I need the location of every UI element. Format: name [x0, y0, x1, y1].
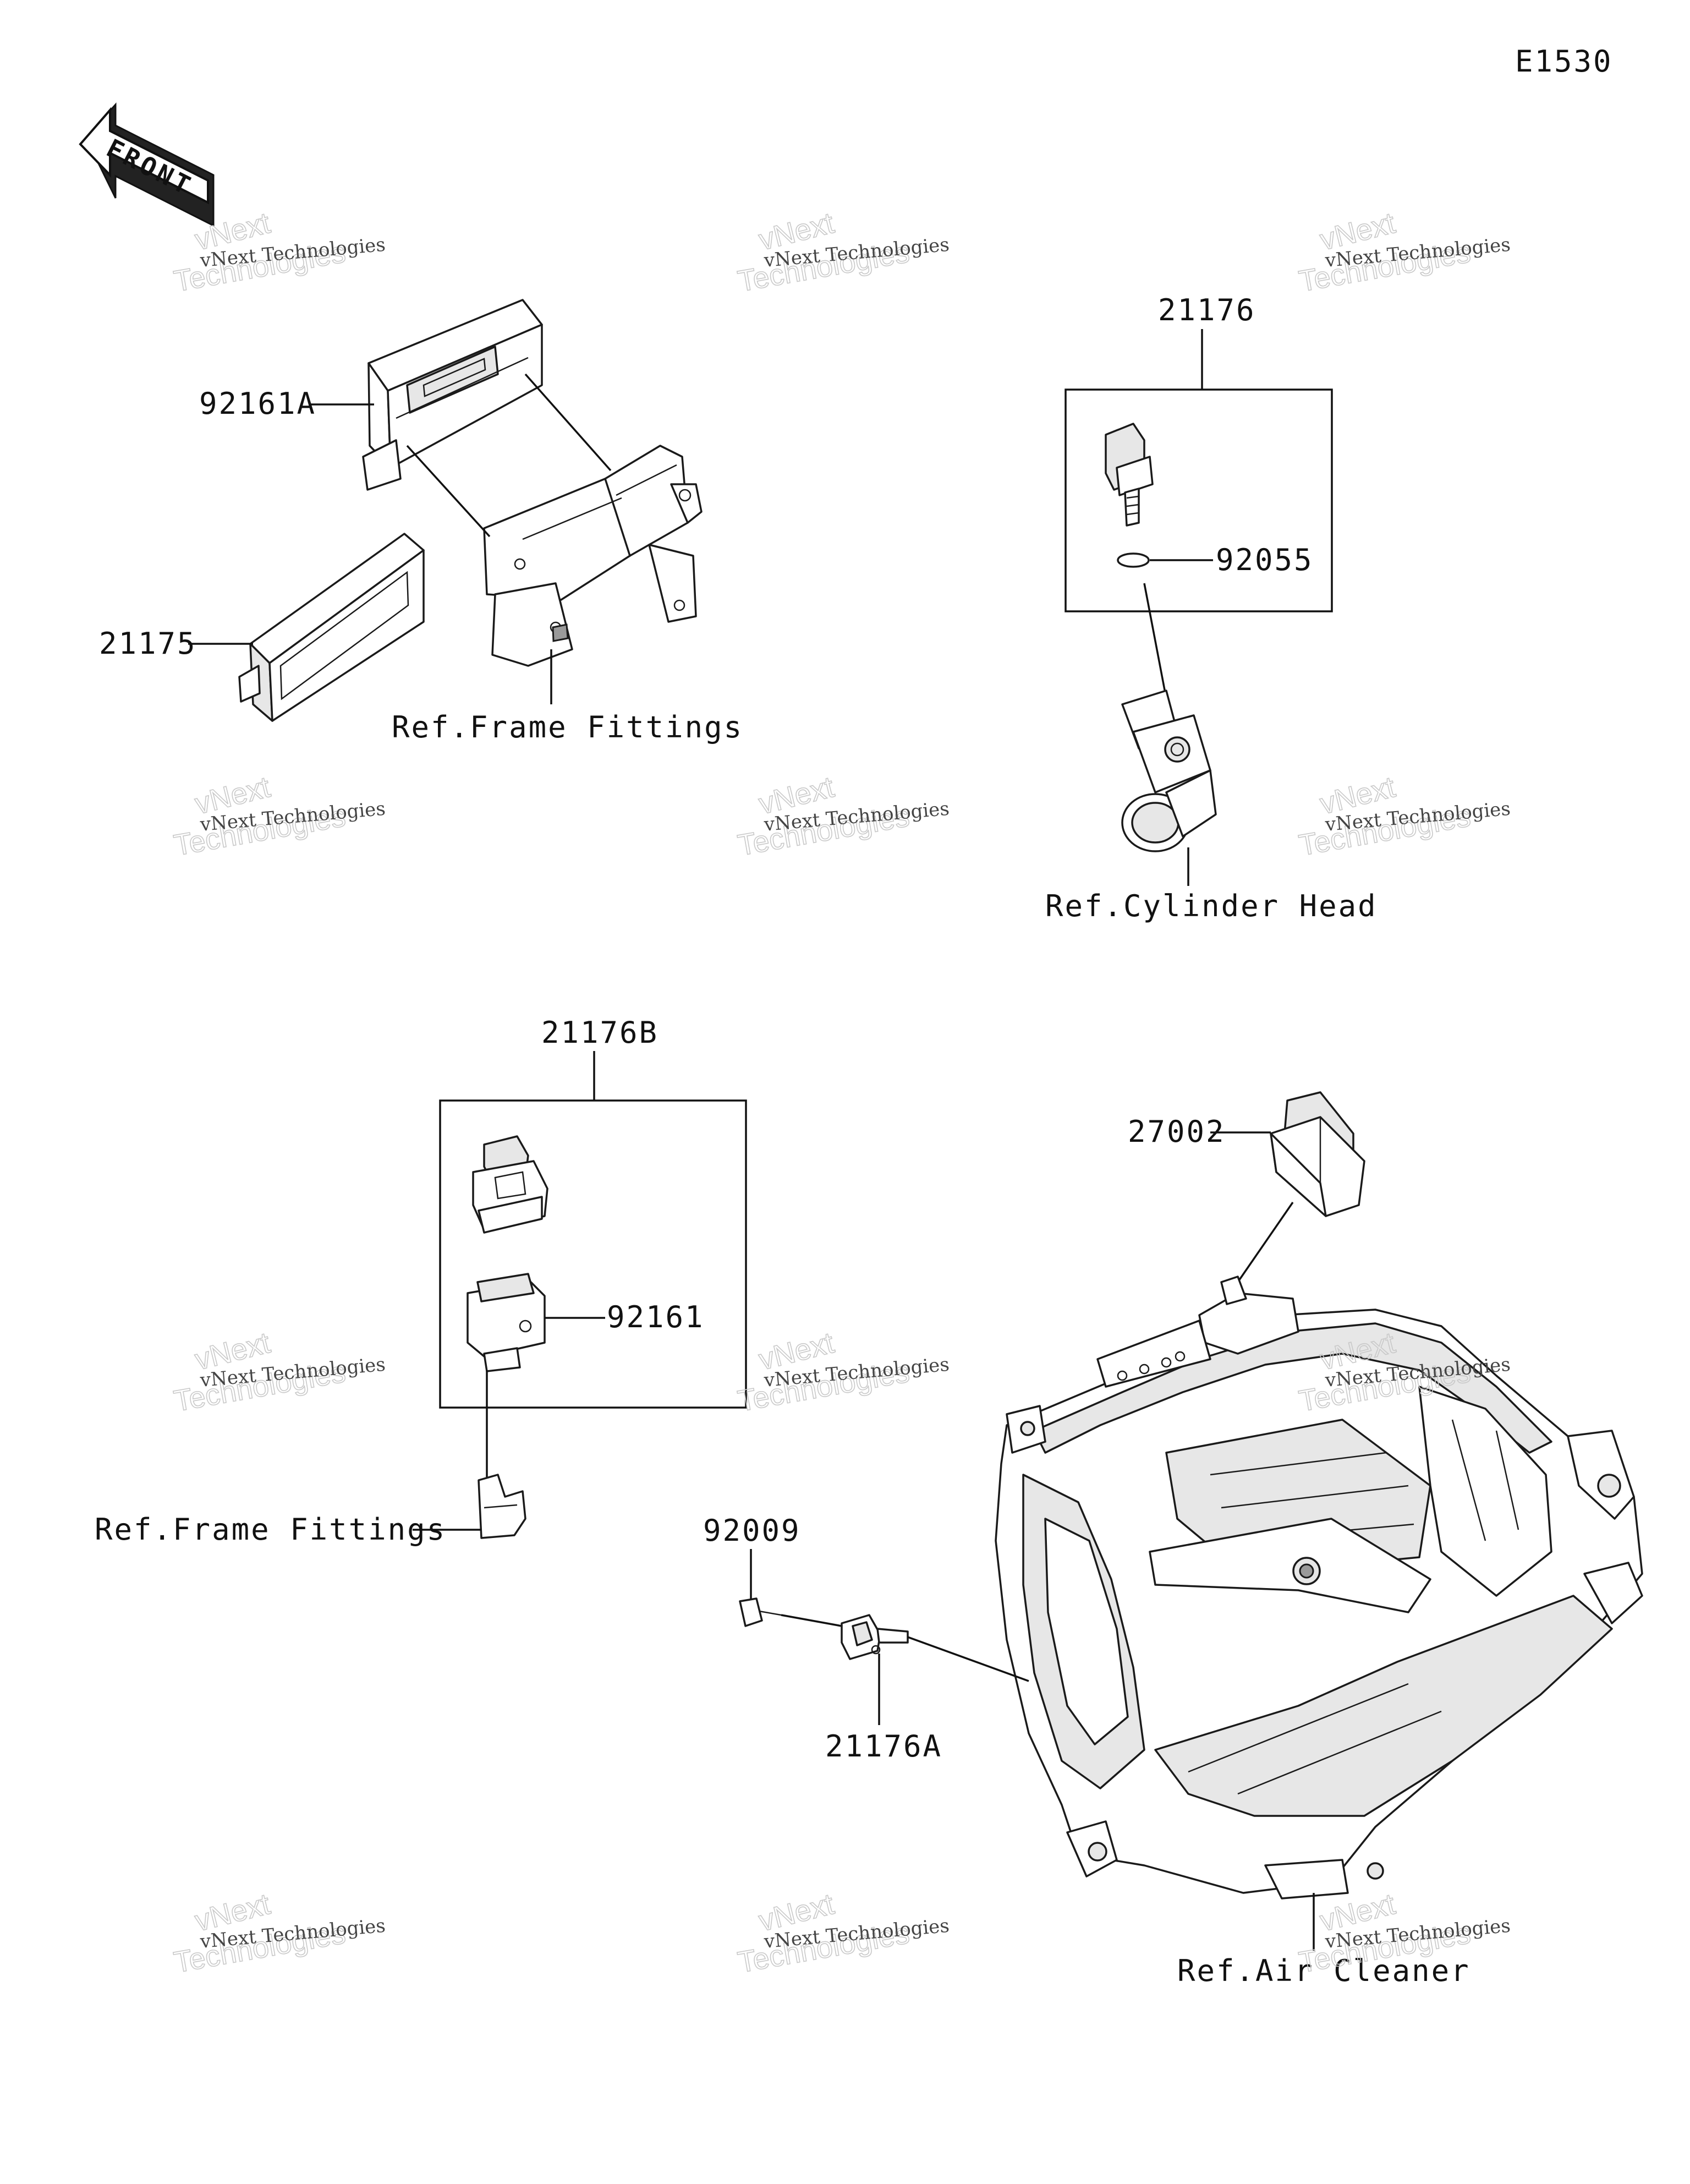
watermark: vNext Technologies vNext Technologies: [171, 1326, 386, 1418]
screw-92009: [739, 1597, 782, 1627]
watermark: vNext Technologies vNext Technologies: [1296, 206, 1511, 298]
ref-cylinder-head: Ref.Cylinder Head: [1045, 889, 1378, 923]
label-92161A: 92161A: [199, 386, 316, 421]
label-21176A: 21176A: [825, 1729, 942, 1764]
watermark: vNext Technologies vNext Technologies: [735, 1887, 950, 1979]
label-92055: 92055: [1216, 543, 1314, 577]
label-27002: 27002: [1128, 1114, 1226, 1149]
diagram-code: E1530: [1515, 44, 1613, 79]
watermark: vNext Technologies vNext Technologies: [735, 206, 950, 298]
label-21176: 21176: [1158, 293, 1256, 327]
watermark: vNext Technologies vNext Technologies: [171, 770, 386, 862]
ecu-bracket-assembly: [188, 299, 703, 722]
cylinder-head-fitting: [1121, 689, 1217, 852]
watermark: vNext Technologies vNext Technologies: [1296, 770, 1511, 862]
box-21176B: [439, 1099, 747, 1409]
label-92009: 92009: [703, 1513, 801, 1548]
water-temp-sensor-21176: [1105, 423, 1154, 527]
ecu-21175: [238, 533, 425, 722]
frame-fitting-clip: [478, 1474, 526, 1539]
front-direction-arrow-icon: FRONT: [79, 102, 215, 227]
ref-frame-fittings-left: Ref.Frame Fittings: [95, 1512, 446, 1547]
connector-cover-92161: [467, 1273, 546, 1372]
box-21176: [1065, 388, 1333, 612]
label-21176B: 21176B: [541, 1015, 659, 1050]
ref-frame-fittings-top: Ref.Frame Fittings: [392, 710, 743, 745]
ref-air-cleaner: Ref.Air Cleaner: [1177, 1953, 1470, 1988]
label-21175: 21175: [99, 626, 197, 661]
o-ring-92055: [1117, 552, 1150, 568]
watermark: vNext Technologies vNext Technologies: [171, 1887, 386, 1979]
sensor-21176B: [472, 1135, 548, 1234]
intake-air-temp-sensor-21176A: [841, 1614, 909, 1660]
watermark: vNext Technologies vNext Technologies: [735, 770, 950, 862]
label-92161: 92161: [607, 1300, 705, 1334]
ecu-cover-92161A: [362, 299, 543, 491]
air-cleaner-housing: [995, 1276, 1643, 1900]
ecu-mount-bracket: [483, 445, 703, 667]
sensor-27002: [1270, 1091, 1365, 1217]
watermark: vNext Technologies vNext Technologies: [735, 1326, 950, 1418]
